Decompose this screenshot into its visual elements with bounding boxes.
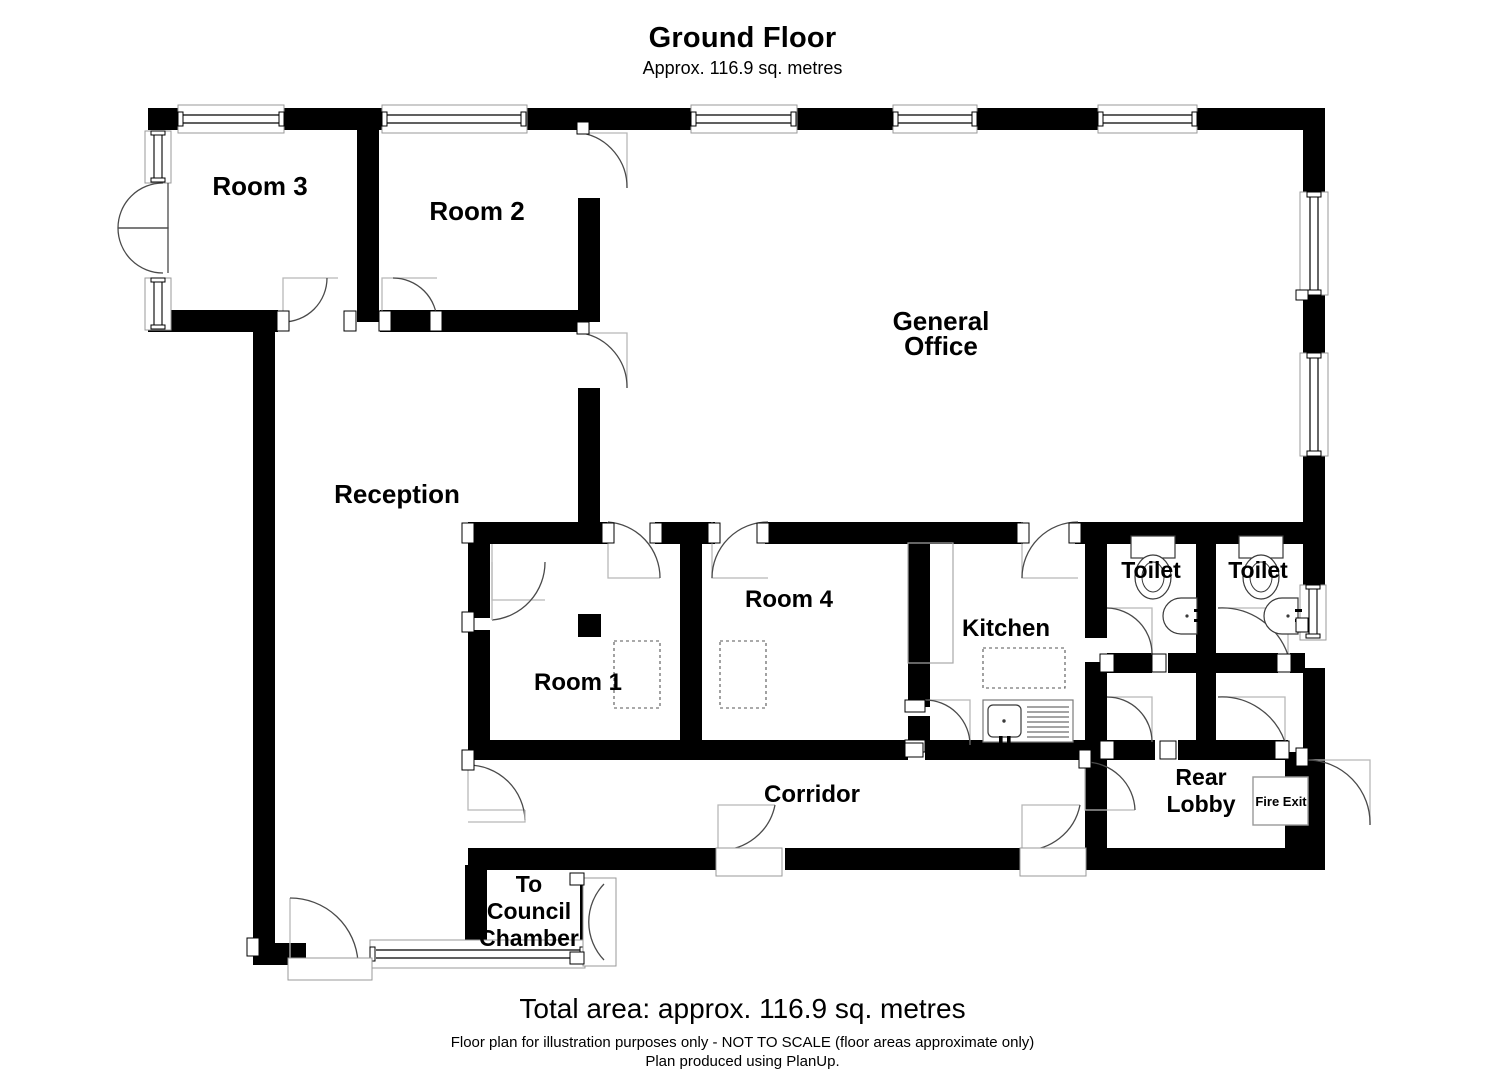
door-corridor-rearlobby	[1084, 761, 1136, 811]
label-rear-lobby-line2: Lobby	[1167, 791, 1236, 817]
wc-toilet-left	[1130, 535, 1176, 600]
window-room3-left-lower	[144, 277, 172, 331]
door-toilet-left	[1106, 607, 1153, 656]
wc-toilet-right	[1238, 535, 1284, 600]
label-toilet-right: Toilet	[1228, 557, 1288, 583]
doors	[117, 132, 1371, 981]
basin-toilet-left	[1162, 597, 1201, 635]
door-council-chamber	[582, 877, 617, 967]
window-room2-top	[381, 104, 528, 134]
window-room3-left-upper	[144, 130, 172, 184]
room-labels: Room 3 Room 2 General Office Reception R…	[212, 171, 1307, 951]
door-jambs	[246, 121, 1309, 965]
fixtures	[578, 535, 1309, 826]
label-general-office-line1: General	[893, 306, 990, 336]
label-council-line1: To	[516, 871, 542, 897]
disclaimer-line-1: Floor plan for illustration purposes onl…	[450, 1034, 1035, 1051]
label-kitchen: Kitchen	[962, 615, 1050, 642]
label-council-line2: Council	[487, 898, 571, 924]
disclaimer-line-2: Plan produced using PlanUp.	[645, 1053, 840, 1070]
window-office-right-1	[1299, 191, 1329, 296]
interior-walls	[357, 122, 1307, 850]
window-office-top-2	[892, 104, 978, 134]
unit-room1	[613, 640, 661, 709]
label-general-office-line2: Office	[904, 331, 978, 361]
door-room3-reception	[282, 277, 338, 323]
door-lobby-right	[1217, 696, 1286, 743]
door-corridor-bottom-1	[715, 804, 783, 877]
window-office-right-2	[1299, 352, 1329, 457]
basin-toilet-right	[1263, 597, 1302, 635]
label-council-line3: Chamber	[479, 925, 579, 951]
window-toilet-right	[1299, 584, 1327, 641]
column-room1	[578, 614, 601, 637]
door-room3-external	[117, 182, 169, 274]
label-room2: Room 2	[429, 196, 524, 226]
total-area-text: Total area: approx. 116.9 sq. metres	[519, 993, 966, 1024]
unit-kitchen-tall	[907, 542, 954, 664]
label-corridor: Corridor	[764, 781, 860, 808]
door-reception-room1	[491, 544, 546, 621]
windows	[144, 104, 1329, 969]
door-kitchen-corridor	[924, 699, 971, 746]
unit-kitchen	[982, 647, 1066, 689]
sink-kitchen	[982, 699, 1074, 743]
label-room3: Room 3	[212, 171, 307, 201]
page-subtitle: Approx. 116.9 sq. metres	[642, 58, 843, 78]
label-toilet-left: Toilet	[1121, 557, 1181, 583]
door-fire-exit	[1306, 759, 1371, 826]
door-lobby-left	[1106, 696, 1153, 743]
door-corridor-bottom-2	[1019, 804, 1087, 877]
door-room2-office	[581, 132, 628, 189]
door-council-external	[287, 897, 373, 981]
window-office-top-3	[1097, 104, 1198, 134]
label-rear-lobby-line1: Rear	[1175, 764, 1226, 790]
label-reception: Reception	[334, 479, 460, 509]
page-title: Ground Floor	[648, 22, 837, 54]
fire-exit-box	[1252, 776, 1309, 826]
window-council-bottom	[369, 939, 586, 969]
door-reception-office	[581, 332, 628, 389]
label-room1: Room 1	[534, 669, 622, 696]
door-reception-corridor	[467, 764, 526, 823]
unit-room4	[719, 640, 767, 709]
label-room4: Room 4	[745, 586, 834, 613]
window-room3-top	[177, 104, 285, 134]
window-office-top-1	[690, 104, 798, 134]
label-fire-exit: Fire Exit	[1255, 794, 1307, 809]
